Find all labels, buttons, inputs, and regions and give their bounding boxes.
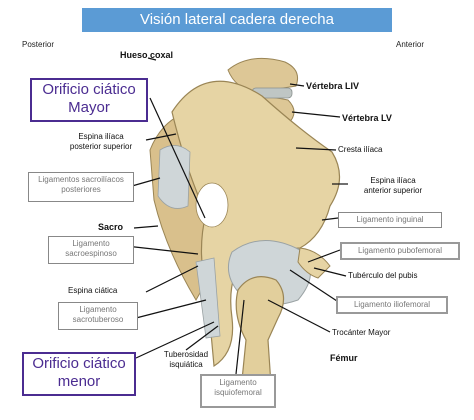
label-femur: Fémur	[330, 353, 358, 363]
box-ligamento-iliofemoral: Ligamento iliofemoral	[336, 296, 448, 314]
highlight-orificio-ciatico-mayor: Orificio ciático Mayor	[30, 78, 148, 122]
highlight-orificio-mayor-line2: Mayor	[68, 99, 110, 116]
label-espina-iliaca-ps-line1: Espina ilíaca	[78, 132, 124, 141]
label-tuberculo-pubis: Tubérculo del pubis	[348, 271, 418, 280]
label-sacro: Sacro	[98, 222, 124, 232]
box-ligamentos-sacroiliacos-line1: Ligamentos sacroilíacos	[38, 175, 124, 184]
box-ligamento-isquiofemoral: Ligamento isquiofemoral	[200, 374, 276, 408]
box-ligamentos-sacroiliacos-line2: posteriores	[61, 185, 101, 194]
label-vertebra-lv: Vértebra LV	[342, 113, 392, 123]
box-ligamento-sacroespinoso-line2: sacroespinoso	[65, 249, 117, 258]
box-ligamento-sacrotuberoso-line1: Ligamento	[79, 305, 117, 314]
label-cresta-iliaca: Cresta ilíaca	[338, 145, 383, 154]
box-ligamento-isquiofemoral-line2: isquiofemoral	[214, 388, 262, 397]
highlight-orificio-mayor-line1: Orificio ciático	[42, 81, 136, 98]
sacrotuberous-ligament-shape	[195, 257, 221, 339]
highlight-orificio-menor-line2: menor	[57, 373, 101, 390]
label-espina-iliaca-as-line2: anterior superior	[363, 186, 423, 195]
label-tuberosidad-line2: isquiática	[169, 360, 203, 369]
label-espina-iliaca-ps-line2: posterior superior	[69, 142, 133, 151]
page-title: Visión lateral cadera derecha	[82, 8, 392, 32]
label-hueso-coxal: Hueso coxal	[120, 50, 174, 60]
label-espina-iliaca-as-line1: Espina ilíaca	[370, 176, 416, 185]
box-ligamento-pubofemoral: Ligamento pubofemoral	[340, 242, 460, 260]
sacroiliac-ligament-shape	[157, 145, 191, 209]
label-espina-iliaca-posterior-superior: Espina ilíaca posterior superior	[56, 132, 146, 152]
box-ligamento-sacroespinoso: Ligamento sacroespinoso	[48, 236, 134, 264]
box-ligamento-sacrotuberoso: Ligamento sacrotuberoso	[58, 302, 138, 330]
box-ligamentos-sacroiliacos: Ligamentos sacroilíacos posteriores	[28, 172, 134, 202]
label-tuberosidad-line1: Tuberosidad	[163, 350, 209, 359]
box-ligamento-sacroespinoso-line1: Ligamento	[72, 239, 110, 248]
greater-sciatic-foramen-shape	[195, 182, 229, 228]
label-tuberosidad-isquiatica: Tuberosidad isquiática	[156, 350, 216, 370]
label-espina-ciatica: Espina ciática	[68, 286, 118, 295]
box-ligamento-isquiofemoral-line1: Ligamento	[219, 378, 257, 387]
label-vertebra-liv: Vértebra LIV	[306, 81, 360, 91]
box-ligamento-sacrotuberoso-line2: sacrotuberoso	[72, 315, 124, 324]
posterior-label: Posterior	[22, 40, 55, 49]
box-ligamento-inguinal: Ligamento inguinal	[338, 212, 442, 228]
highlight-orificio-ciatico-menor: Orificio ciático menor	[22, 352, 136, 396]
label-espina-iliaca-anterior-superior: Espina ilíaca anterior superior	[350, 176, 436, 196]
leader-lines	[125, 57, 348, 375]
anterior-label: Anterior	[396, 40, 425, 49]
highlight-orificio-menor-line1: Orificio ciático	[32, 355, 126, 372]
label-trocanter-mayor: Trocánter Mayor	[332, 328, 391, 337]
